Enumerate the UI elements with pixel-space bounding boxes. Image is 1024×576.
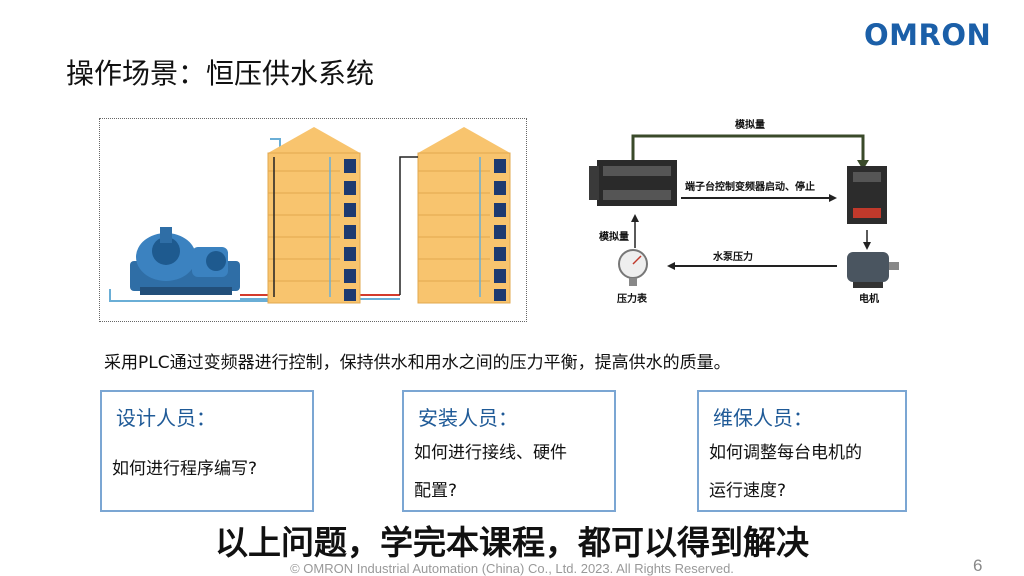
inverter-image xyxy=(847,166,887,224)
building-2 xyxy=(399,127,511,304)
gauge-label: 压力表 xyxy=(617,292,648,305)
card-body-line-2: 运行速度? xyxy=(709,481,787,501)
plc-image xyxy=(589,160,677,206)
control-diagram-svg: 模拟量 端子台控制变频器启动、停止 模拟量 压力表 xyxy=(589,118,899,305)
building-1 xyxy=(267,127,361,304)
pump-image xyxy=(130,227,240,295)
card-heading: 安装人员： xyxy=(418,406,518,430)
card-installer: 安装人员： 如何进行接线、硬件 配置? xyxy=(402,390,616,512)
middle-arrow-label: 端子台控制变频器启动、停止 xyxy=(685,180,815,193)
page-number: 6 xyxy=(973,556,983,575)
description-text: 采用PLC通过变频器进行控制，保持供水和用水之间的压力平衡，提高供水的质量。 xyxy=(104,353,731,373)
motor-image xyxy=(847,252,899,288)
copyright-footer: © OMRON Industrial Automation (China) Co… xyxy=(290,561,734,576)
video-caption: 以上问题，学完本课程，都可以得到解决 xyxy=(215,523,809,562)
card-body-line-2: 配置? xyxy=(414,481,458,501)
top-arrow-label: 模拟量 xyxy=(735,118,765,131)
card-heading: 设计人员： xyxy=(116,406,216,430)
water-supply-scene xyxy=(99,118,527,322)
card-heading: 维保人员： xyxy=(713,406,813,430)
card-body-line-1: 如何进行程序编写? xyxy=(112,459,258,479)
page-title: 操作场景：恒压供水系统 xyxy=(66,57,375,90)
pressure-gauge-image xyxy=(618,249,648,286)
card-body-line-1: 如何调整每台电机的 xyxy=(709,443,862,463)
bottom-arrow-label: 水泵压力 xyxy=(712,250,753,263)
card-designer: 设计人员： 如何进行程序编写? xyxy=(100,390,314,512)
control-diagram: 模拟量 端子台控制变频器启动、停止 模拟量 压力表 xyxy=(585,110,915,320)
scene-illustration xyxy=(109,127,511,304)
motor-label: 电机 xyxy=(859,292,879,305)
omron-logo: OMRON xyxy=(864,18,992,52)
card-body-line-1: 如何进行接线、硬件 xyxy=(414,443,567,463)
card-maintainer: 维保人员： 如何调整每台电机的 运行速度? xyxy=(697,390,907,512)
plc-input-label: 模拟量 xyxy=(599,230,629,243)
